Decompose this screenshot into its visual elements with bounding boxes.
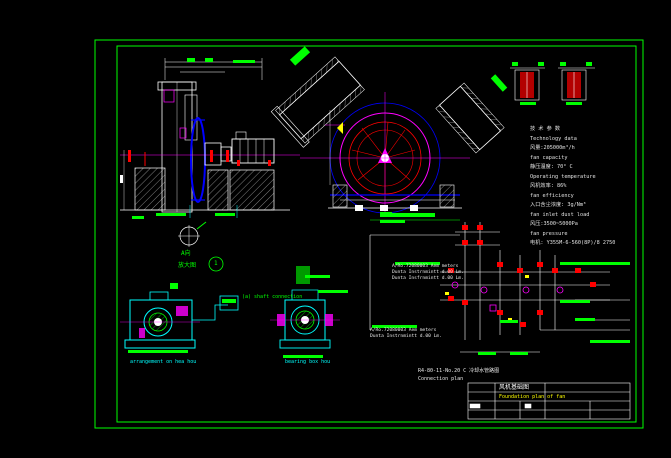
bearing-section-left [120,283,239,353]
tech-line: 风压:3500~5000Pa [530,221,578,227]
inlet-detail-views [510,62,595,105]
tech-line: fan pressure [530,230,568,237]
outer-frame [94,39,644,429]
detail-a-label: A向 [181,250,191,257]
inner-frame [116,45,637,423]
bearing-right-caption: bearing box hou [285,359,331,365]
piping-note-top: A/Ro.72080003 Aem meters [392,264,459,269]
tech-line: Technology data [530,135,577,142]
tech-line: 入口含尘浓度: 3g/Nm³ [530,202,587,208]
detail-a-sublabel: 放大图 [178,262,197,269]
title-block-title-cn: 风机基础图 [499,384,530,391]
side-elevation-view [120,58,300,219]
title-block [467,382,631,420]
tech-line: fan efficiency [530,192,574,199]
cooling-water-piping [369,212,630,355]
tech-line: 风机效率: 86% [530,183,567,189]
tech-line: 电机: Y355M-6-560(8P)/8 2750 [530,240,616,246]
piping-note-bottom: A/Ro.72080003 Aem meters [370,328,437,333]
bearing-left-caption: arrangement on hea hou [130,359,197,365]
piping-note-top2: Dunta Instrnmintt d.00 Lm. [392,270,464,275]
piping-subtitle: Connection plan [418,376,464,382]
tech-line: fan inlet dust load [530,211,590,218]
tech-line: fan capacity [530,154,568,161]
tech-line: Operating temperature [530,173,596,180]
coupling-note: (a) shaft connection [242,294,303,300]
detail-a-symbol [178,221,224,272]
tech-heading: 技 术 参 数 [530,126,561,132]
detail-number: 1 [214,260,218,267]
piping-title: R4-80-11-No.20 C 冷却水管路图 [418,368,500,374]
piping-note-top3: Dunta Insfrnmintt d.00 Lm. [392,276,464,281]
title-block-title-en: Foundation plan of fan [499,394,566,400]
technical-data-panel: 技 术 参 数 Technology data 风量:205000m³/h fa… [530,125,615,249]
bearing-section-right [270,266,348,358]
piping-note-bottom2: Dunta Instrnmintt d.00 Lm. [370,334,442,339]
tech-line: 风量:205000m³/h [530,145,575,151]
fan-front-view [270,46,508,223]
tech-line: 静压温度: 70° C [530,164,573,170]
